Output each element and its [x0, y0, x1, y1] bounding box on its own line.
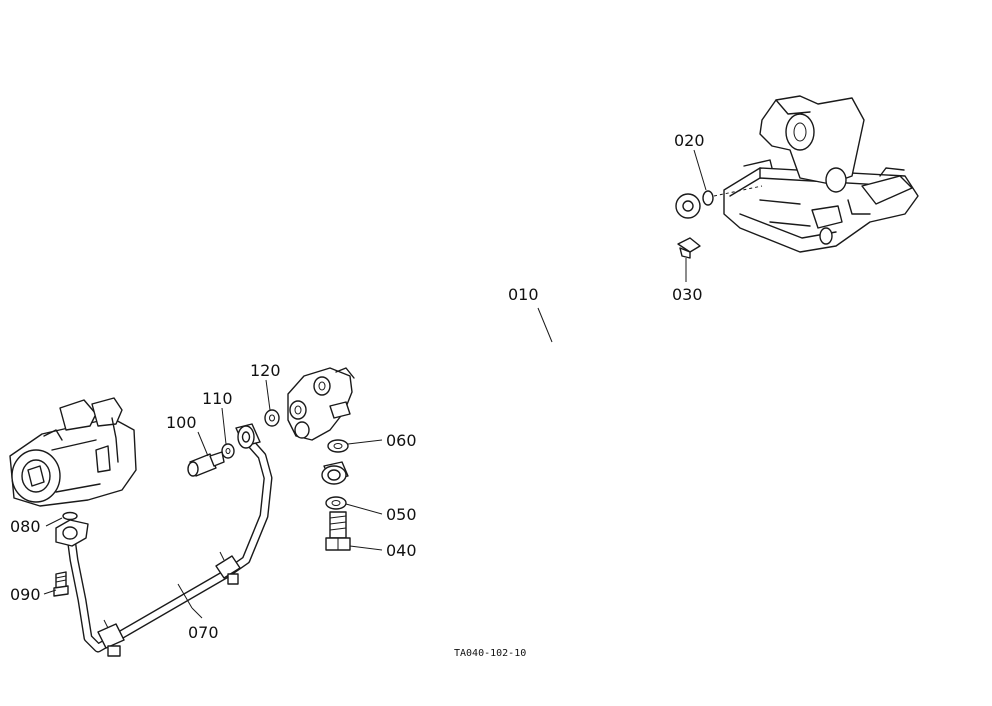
callout-070: 070	[188, 623, 219, 642]
washer-120	[264, 409, 280, 427]
washer-110	[221, 443, 235, 459]
o-ring-020	[702, 185, 763, 206]
callout-020: 020	[674, 131, 705, 150]
banjo-eye-070	[235, 423, 261, 449]
pipe-flange-lower	[55, 519, 89, 547]
hydraulic-pump	[9, 397, 137, 507]
bolt-100	[187, 451, 225, 477]
callout-010: 010	[508, 285, 539, 304]
callout-030: 030	[672, 285, 703, 304]
leader-lines	[43, 149, 707, 619]
callout-060: 060	[386, 431, 417, 450]
drawing-code: TA040-102-10	[454, 648, 526, 659]
callout-110: 110	[202, 389, 233, 408]
callout-090: 090	[10, 585, 41, 604]
pipe-clamp-lower	[97, 619, 125, 657]
washer-060	[327, 439, 349, 453]
callout-100: 100	[166, 413, 197, 432]
main-pipe	[342, 200, 698, 488]
washer-050	[325, 496, 347, 510]
bolt-090	[53, 571, 69, 597]
callout-labels: 010 020 030 040 050 060 070 080 090 100 …	[10, 131, 705, 642]
callout-040: 040	[386, 541, 417, 560]
lower-pipe	[65, 433, 273, 653]
valve-housing-assembly	[723, 95, 919, 253]
valve-block	[287, 367, 355, 441]
banjo-eye	[321, 461, 349, 485]
banjo-bolt-040	[325, 511, 351, 551]
pipe-flange-upper	[675, 193, 701, 219]
bolt-030	[677, 237, 701, 259]
pipe-clamp-upper	[215, 551, 241, 585]
callout-120: 120	[250, 361, 281, 380]
callout-080: 080	[10, 517, 41, 536]
o-ring-080	[62, 511, 78, 521]
callout-050: 050	[386, 505, 417, 524]
